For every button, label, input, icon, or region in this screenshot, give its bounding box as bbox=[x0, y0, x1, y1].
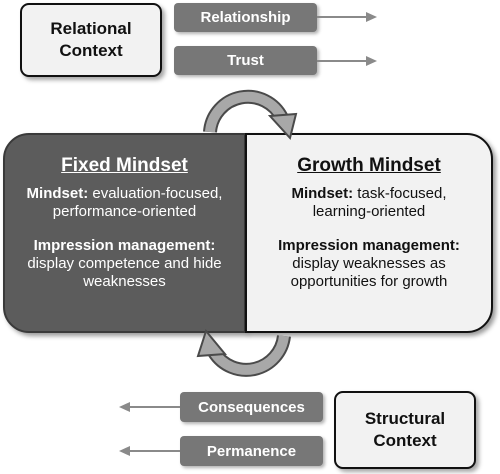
fixed-mindset-line2: performance-oriented bbox=[52, 203, 197, 220]
relational-context-box: Relational Context bbox=[20, 3, 162, 77]
fixed-mindset-description: Mindset: evaluation-focused, performance… bbox=[5, 185, 244, 221]
permanence-arrow bbox=[119, 446, 180, 456]
growth-impression-line2: opportunities for growth bbox=[290, 273, 448, 290]
relationship-pill: Relationship bbox=[174, 3, 317, 32]
growth-mindset-description: Mindset: task-focused, learning-oriented bbox=[247, 185, 491, 221]
fixed-mindset-title: Fixed Mindset bbox=[61, 155, 188, 176]
consequences-arrow bbox=[119, 402, 180, 412]
fixed-impression-description: Impression management: display competenc… bbox=[5, 237, 244, 291]
growth-impression-description: Impression management: display weaknesse… bbox=[247, 237, 491, 291]
trust-label: Trust bbox=[227, 52, 264, 69]
growth-mindset-box: Growth Mindset Mindset: task-focused, le… bbox=[245, 133, 493, 333]
fixed-impression-label: Impression management: bbox=[33, 237, 216, 254]
fixed-mindset-label: Mindset: bbox=[26, 185, 89, 202]
relationship-arrow bbox=[317, 12, 377, 22]
fixed-mindset-box: Fixed Mindset Mindset: evaluation-focuse… bbox=[3, 133, 246, 333]
growth-mindset-line1: task-focused, bbox=[353, 185, 447, 202]
fixed-impression-line2: weaknesses bbox=[83, 273, 166, 290]
relationship-label: Relationship bbox=[200, 9, 291, 26]
fixed-impression-line1: display competence and hide bbox=[27, 255, 222, 272]
growth-mindset-label: Mindset: bbox=[291, 185, 354, 202]
relational-context-line2: Context bbox=[59, 41, 123, 60]
relational-context-line1: Relational bbox=[50, 19, 132, 38]
permanence-label: Permanence bbox=[206, 442, 297, 460]
consequences-pill: Consequences bbox=[180, 392, 323, 422]
structural-context-line1: Structural bbox=[364, 409, 446, 428]
bottom-cycle-arrow bbox=[196, 328, 291, 377]
top-cycle-arrow bbox=[203, 89, 298, 141]
permanence-pill: Permanence bbox=[180, 436, 323, 466]
structural-context-box: Structural Context bbox=[334, 391, 476, 469]
consequences-label: Consequences bbox=[198, 398, 305, 416]
growth-mindset-title: Growth Mindset bbox=[297, 155, 441, 176]
growth-mindset-line2: learning-oriented bbox=[312, 203, 426, 220]
trust-pill: Trust bbox=[174, 46, 317, 75]
growth-impression-line1: display weaknesses as bbox=[292, 255, 446, 272]
growth-impression-label: Impression management: bbox=[278, 237, 460, 254]
structural-context-line2: Context bbox=[373, 431, 437, 450]
trust-arrow bbox=[317, 56, 377, 66]
fixed-mindset-line1: evaluation-focused, bbox=[88, 185, 223, 202]
